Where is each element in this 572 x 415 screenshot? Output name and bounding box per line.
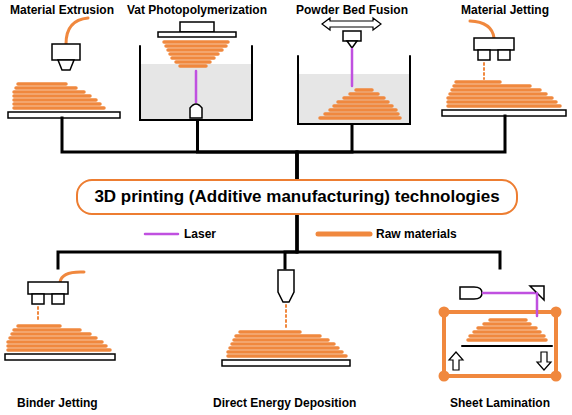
- powder-bed: [298, 56, 410, 124]
- technology-node: Material Jetting: [444, 3, 566, 116]
- platform: [462, 345, 552, 347]
- technology-node: Sheet Lamination: [438, 268, 562, 411]
- printed-layers: [320, 90, 400, 118]
- technology-node: Direct Energy Deposition: [211, 268, 359, 411]
- material-extrusion-figure: [8, 18, 120, 118]
- tree-connector: [62, 118, 297, 179]
- material-stream: [285, 305, 287, 328]
- roller: [439, 371, 450, 382]
- droplets: [483, 63, 485, 79]
- nozzle: [52, 294, 64, 304]
- print-head: [28, 282, 68, 294]
- tree-connector: [198, 121, 298, 179]
- printed-layers: [164, 42, 228, 66]
- resin: [141, 64, 251, 120]
- laser-beam: [536, 293, 539, 316]
- category-box: 3D printing (Additive manufacturing) tec…: [76, 179, 518, 215]
- printed-layers: [448, 82, 560, 106]
- material-jetting-figure: [442, 21, 566, 116]
- tree-connector: [297, 215, 500, 268]
- laser-beam: [483, 292, 537, 295]
- vat-photopolymerization-figure: [140, 22, 252, 120]
- nozzle-tip: [58, 60, 74, 70]
- technology-node: Binder Jetting: [2, 268, 114, 411]
- category-title: 3D printing (Additive manufacturing) tec…: [94, 187, 499, 207]
- laser-source: [190, 104, 202, 118]
- direct-energy-deposition-figure: [222, 270, 350, 366]
- deposition-nozzle: [278, 270, 294, 302]
- printed-layers: [468, 320, 546, 340]
- technology-label: Material Jetting: [461, 3, 549, 18]
- binder-feed: [60, 272, 84, 282]
- build-plate: [8, 112, 120, 118]
- tree-connector: [58, 215, 297, 268]
- laser-source: [460, 287, 482, 299]
- printed-layers: [14, 84, 104, 108]
- technology-label: Powder Bed Fusion: [296, 3, 408, 18]
- down-arrow: [537, 352, 551, 370]
- technology-label: Sheet Lamination: [450, 396, 550, 411]
- technology-node: Powder Bed Fusion: [293, 3, 411, 125]
- technology-label: Direct Energy Deposition: [213, 396, 356, 411]
- tree-connector: [285, 215, 297, 268]
- laser-beam: [351, 49, 354, 86]
- technology-label: Binder Jetting: [17, 396, 98, 411]
- roller: [551, 371, 562, 382]
- technology-label: Material Extrusion: [10, 3, 114, 18]
- up-arrow: [449, 352, 463, 370]
- build-plate: [222, 360, 350, 366]
- filament: [470, 21, 494, 38]
- nozzle: [32, 294, 44, 304]
- legend-label: Laser: [184, 227, 216, 242]
- print-head: [474, 38, 514, 50]
- motion-arrow: [322, 18, 381, 30]
- powder-bed-fusion-figure: [298, 18, 410, 124]
- binder-jetting-figure: [5, 272, 115, 360]
- tree-connector: [297, 116, 505, 179]
- scan-head: [343, 31, 361, 41]
- build-plate: [5, 354, 115, 360]
- laser-sample: [145, 233, 178, 236]
- nozzle: [498, 50, 510, 60]
- technology-node: Material Extrusion: [3, 3, 121, 118]
- roller: [439, 307, 450, 318]
- filament: [66, 18, 88, 44]
- sheet-lamination-figure: [439, 286, 562, 382]
- technology-label: Vat Photopolymerization: [127, 3, 267, 18]
- scan-tip: [347, 41, 357, 48]
- powder: [299, 74, 409, 124]
- raw-material-sample: [318, 232, 370, 237]
- platform-mount: [180, 22, 214, 32]
- printed-layers: [228, 332, 346, 356]
- vat: [140, 46, 252, 120]
- roller: [551, 307, 562, 318]
- build-platform: [158, 32, 236, 37]
- binder-droplets: [37, 307, 39, 322]
- technology-node: Vat Photopolymerization: [125, 3, 270, 121]
- legend-label: Raw materials: [376, 227, 457, 242]
- legend-samples: [145, 234, 370, 235]
- laser-beam: [195, 71, 198, 102]
- nozzle: [478, 50, 490, 60]
- printed-layers: [8, 326, 110, 350]
- nozzle-body: [52, 44, 80, 60]
- sheet-feed-loop: [444, 312, 556, 376]
